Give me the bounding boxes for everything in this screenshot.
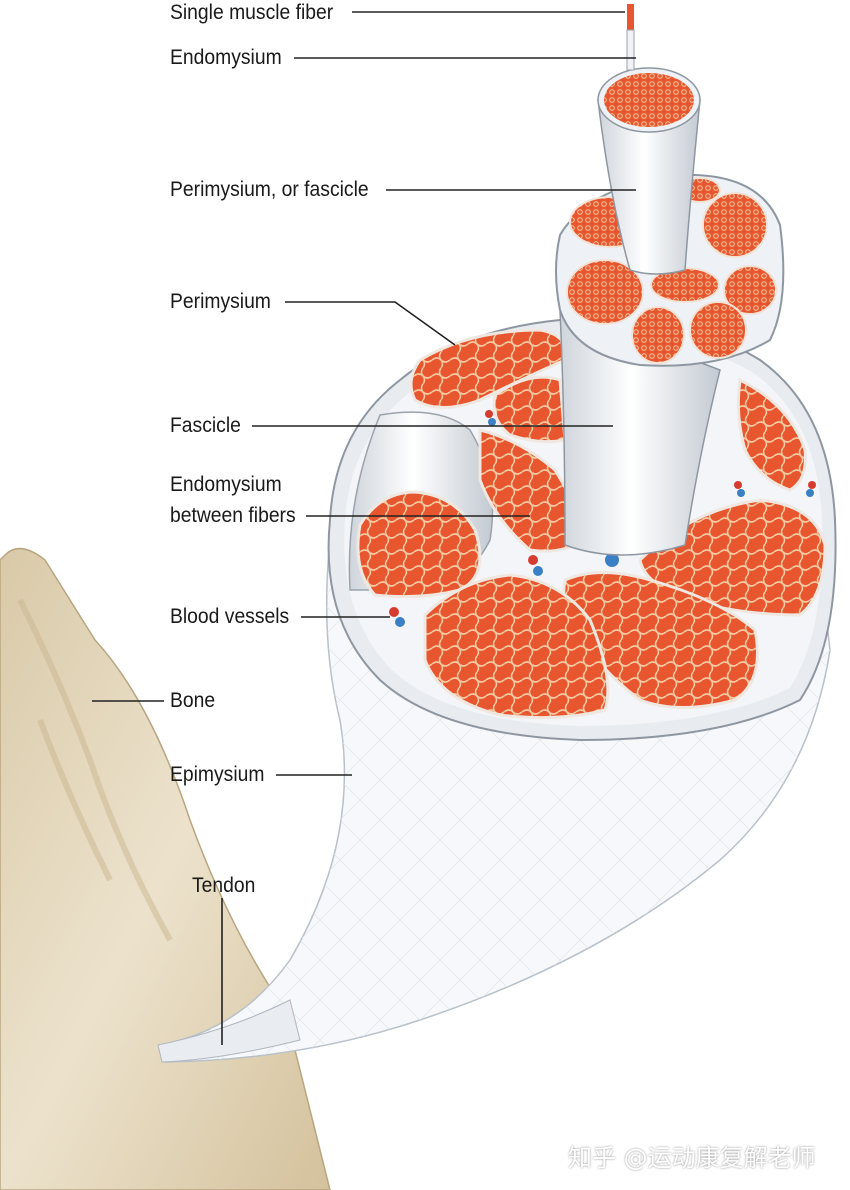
watermark: 知乎 @运动康复解老师 xyxy=(568,1144,816,1172)
tendon-shape xyxy=(157,999,301,1063)
label-epimysium: Epimysium xyxy=(170,763,265,786)
label-perimysium-or-fascicle: Perimysium, or fascicle xyxy=(170,178,369,201)
label-endomysium-between-1: Endomysium xyxy=(170,473,282,496)
fiber-sections xyxy=(566,177,777,364)
bone-shape xyxy=(0,547,331,1190)
blood-vessels xyxy=(389,410,816,627)
fascicle-section xyxy=(409,328,568,409)
label-blood-vessels: Blood vessels xyxy=(170,605,290,628)
single-fiber xyxy=(627,4,634,32)
label-fascicle: Fascicle xyxy=(170,414,241,437)
bone-shading xyxy=(17,598,173,942)
label-single-muscle-fiber: Single muscle fiber xyxy=(170,1,334,24)
fascicle-section xyxy=(423,573,610,720)
fascicle-section xyxy=(356,490,482,599)
label-tendon: Tendon xyxy=(192,874,256,897)
single-fiber-sheath xyxy=(626,29,635,71)
label-endomysium-between-2: between fibers xyxy=(170,504,296,527)
leader-lines xyxy=(92,11,636,1045)
fiber-tube xyxy=(597,99,701,275)
fascicle-tube xyxy=(559,308,721,556)
label-bone: Bone xyxy=(170,689,216,712)
fascicle-section xyxy=(736,377,807,492)
myofibrils xyxy=(604,73,694,127)
label-perimysium: Perimysium xyxy=(170,290,271,313)
label-endomysium: Endomysium xyxy=(170,46,282,69)
